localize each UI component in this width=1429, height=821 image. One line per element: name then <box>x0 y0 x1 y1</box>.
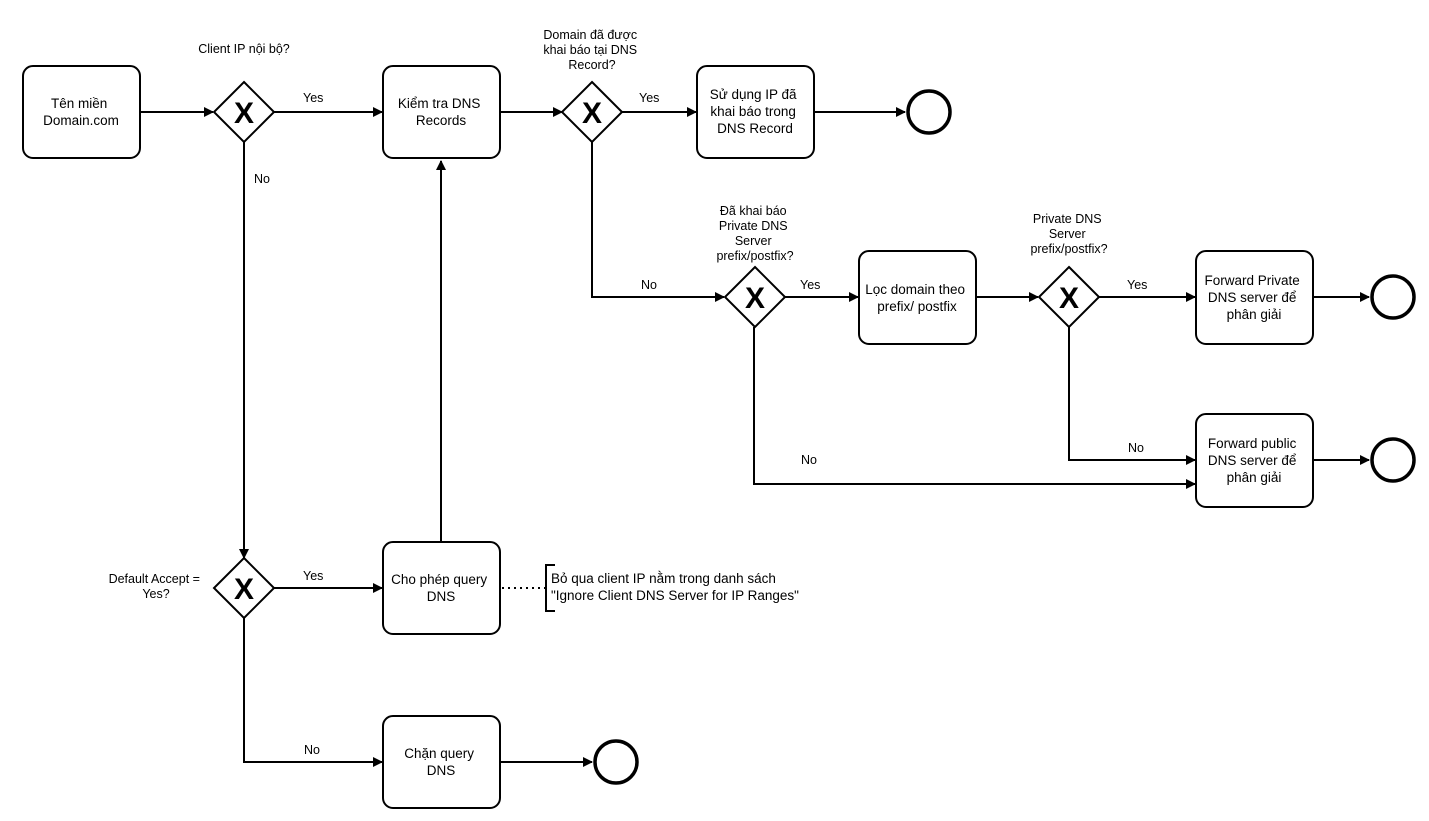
end-event-forward-private <box>1370 274 1416 320</box>
x-icon: X <box>234 97 254 130</box>
task-check-dns <box>382 65 501 159</box>
edge-label-yes: Yes <box>303 91 323 105</box>
gateway-default-accept <box>212 556 276 620</box>
gateways <box>212 80 1101 620</box>
edge-gw2-no-gw3 <box>591 142 725 302</box>
connectors <box>140 107 1370 767</box>
task-filter-domain-label: Lọc domain theo prefix/ postfix <box>865 282 969 314</box>
edge-label-yes: Yes <box>303 569 323 583</box>
edge-gw3-no-forward-public <box>753 327 1196 489</box>
edge-label-no: No <box>254 172 270 186</box>
x-icon: X <box>234 573 254 606</box>
end-events <box>593 89 1416 785</box>
gateway-client-internal <box>212 80 276 144</box>
gateway-domain-declared <box>560 80 624 144</box>
task-use-ip <box>696 65 815 159</box>
task-allow-query-label: Cho phép query DNS <box>391 572 491 604</box>
edge-labels: Yes No Yes No Yes Yes No No Yes No <box>254 91 1147 757</box>
gateway-questions: Client IP nội bộ? Domain đã được khai bá… <box>109 28 1108 601</box>
task-labels: Tên miền Domain.com Kiểm tra DNS Records… <box>43 87 1303 778</box>
task-domain <box>22 65 141 159</box>
task-allow-query <box>382 541 501 635</box>
question-private-dns-declared: Đã khai báo Private DNS Server prefix/po… <box>716 204 793 263</box>
edge-label-yes: Yes <box>639 91 659 105</box>
x-icon: X <box>1059 282 1079 315</box>
task-check-dns-label: Kiểm tra DNS Records <box>398 96 484 128</box>
gateway-symbols: X X X X X <box>234 97 1079 606</box>
task-block-query <box>382 715 501 809</box>
task-filter-domain <box>858 250 977 345</box>
end-event-forward-public <box>1370 437 1416 483</box>
end-event-block-query <box>593 739 639 785</box>
annotation: Bỏ qua client IP nằm trong danh sách "Ig… <box>551 571 799 603</box>
edge-label-no: No <box>304 743 320 757</box>
edge-label-no: No <box>1128 441 1144 455</box>
x-icon: X <box>582 97 602 130</box>
annotation-bracket <box>545 564 555 612</box>
annotation-text: Bỏ qua client IP nằm trong danh sách "Ig… <box>551 571 799 603</box>
question-default-accept: Default Accept = Yes? <box>109 572 204 601</box>
edge-gw4-no-forward-public <box>1068 327 1196 465</box>
task-forward-private-label: Forward Private DNS server để phân giải <box>1204 273 1303 322</box>
task-boxes <box>22 65 1314 809</box>
question-private-dns-match: Private DNS Server prefix/postfix? <box>1030 212 1107 256</box>
edge-label-yes: Yes <box>800 278 820 292</box>
x-icon: X <box>745 282 765 315</box>
task-forward-public-label: Forward public DNS server để phân giải <box>1208 436 1300 485</box>
edge-label-no: No <box>641 278 657 292</box>
end-event-use-ip <box>906 89 952 135</box>
edge-label-no: No <box>801 453 817 467</box>
task-domain-label: Tên miền Domain.com <box>43 96 119 128</box>
task-block-query-label: Chặn query DNS <box>404 746 478 778</box>
question-client-internal: Client IP nội bộ? <box>198 42 290 56</box>
task-forward-public <box>1195 413 1314 508</box>
gateway-private-dns-match <box>1037 265 1101 329</box>
question-domain-declared: Domain đã được khai báo tại DNS Record? <box>543 28 640 72</box>
task-forward-private <box>1195 250 1314 345</box>
edge-gw5-no-block <box>243 618 383 767</box>
edge-label-yes: Yes <box>1127 278 1147 292</box>
gateway-private-dns-declared <box>723 265 787 329</box>
task-use-ip-label: Sử dụng IP đã khai báo trong DNS Record <box>710 87 801 136</box>
